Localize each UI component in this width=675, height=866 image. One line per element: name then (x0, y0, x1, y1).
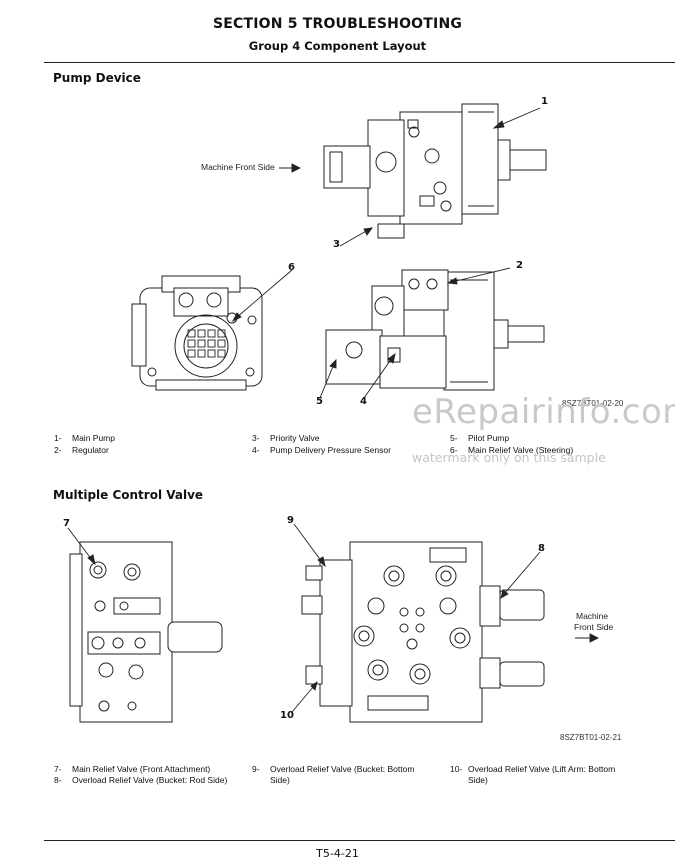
machine-label-line1: Machine (576, 611, 609, 621)
valve-figure-code: 8SZ7BT01-02-21 (560, 733, 622, 742)
legend-item: 5-Pilot Pump (450, 433, 510, 443)
callout-9: 9 (287, 515, 294, 526)
pump-front-drawing (131, 275, 263, 391)
page-number: T5-4-21 (316, 847, 359, 860)
callout-6: 6 (288, 262, 295, 273)
pump-figure-code: 8SZ7BT01-02-20 (562, 399, 624, 408)
legend-item: 3-Priority Valve (252, 433, 320, 443)
callout-8: 8 (538, 543, 545, 554)
pump-leader-lines (231, 107, 541, 399)
legend-item: 9-Overload Relief Valve (Bucket: Bottom … (252, 764, 415, 785)
section-title: SECTION 5 TROUBLESHOOTING (212, 16, 463, 32)
callout-2: 2 (516, 260, 523, 271)
legend-item: 2-Regulator (54, 445, 109, 455)
callout-4: 4 (360, 396, 367, 407)
control-valve-title: Multiple Control Valve (53, 488, 204, 502)
valve-leader-lines (67, 523, 600, 713)
legend-item: 4-Pump Delivery Pressure Sensor (252, 445, 391, 455)
pump-top-drawing (323, 103, 547, 239)
callout-3: 3 (333, 239, 340, 250)
callout-10: 10 (280, 710, 294, 721)
legend-item: 8-Overload Relief Valve (Bucket: Rod Sid… (54, 775, 228, 785)
header-rule (44, 62, 675, 63)
footer-rule (44, 840, 675, 841)
machine-label-line2: Front Side (574, 622, 614, 632)
legend-item: 1-Main Pump (54, 433, 115, 443)
legend-item: 6-Main Relief Valve (Steering) (450, 445, 574, 455)
legend-item: 7-Main Relief Valve (Front Attachment) (54, 764, 211, 774)
callout-5: 5 (316, 396, 323, 407)
watermark: eRepairinfo.com (412, 392, 675, 432)
pump-side-drawing (325, 269, 545, 391)
watermark-subtext: watermark only on this sample (412, 450, 606, 465)
valve-front-drawing (301, 541, 545, 723)
valve-left-drawing (69, 541, 223, 723)
pump-device-title: Pump Device (53, 71, 141, 85)
callout-7: 7 (63, 518, 70, 529)
machine-front-side-label: Machine Front Side (201, 162, 275, 172)
group-title: Group 4 Component Layout (248, 39, 427, 53)
callout-1: 1 (541, 96, 548, 107)
legend-item: 10-Overload Relief Valve (Lift Arm: Bott… (450, 764, 616, 785)
